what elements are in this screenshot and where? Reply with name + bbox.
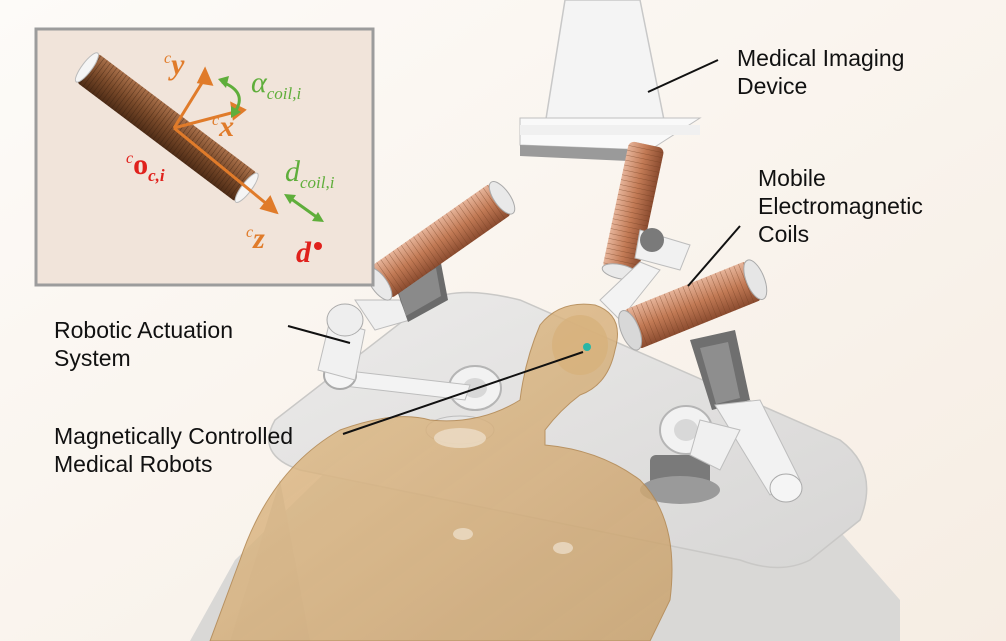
- leader-lines: [287, 59, 741, 435]
- axis-x-label: cx: [212, 110, 235, 143]
- target-point: [314, 242, 322, 250]
- coil-frame-inset: [34, 27, 375, 287]
- axis-y-label: cy: [164, 48, 185, 81]
- patient-body: [209, 303, 673, 641]
- center-robot-arm: [599, 228, 691, 321]
- origin-label: coc,i: [126, 148, 165, 185]
- microrobot-dot: [583, 343, 591, 351]
- axis-z-label: cz: [246, 222, 265, 255]
- left-robot-arm: [317, 258, 471, 401]
- distance-label: dcoil,i: [285, 155, 335, 192]
- right-robot-arm: [689, 330, 803, 503]
- imaging-device: [519, 0, 702, 162]
- target-label: d: [296, 236, 311, 269]
- right-coil: [618, 259, 768, 351]
- alpha-label: αcoil,i: [251, 66, 302, 103]
- center-coil: [601, 141, 664, 280]
